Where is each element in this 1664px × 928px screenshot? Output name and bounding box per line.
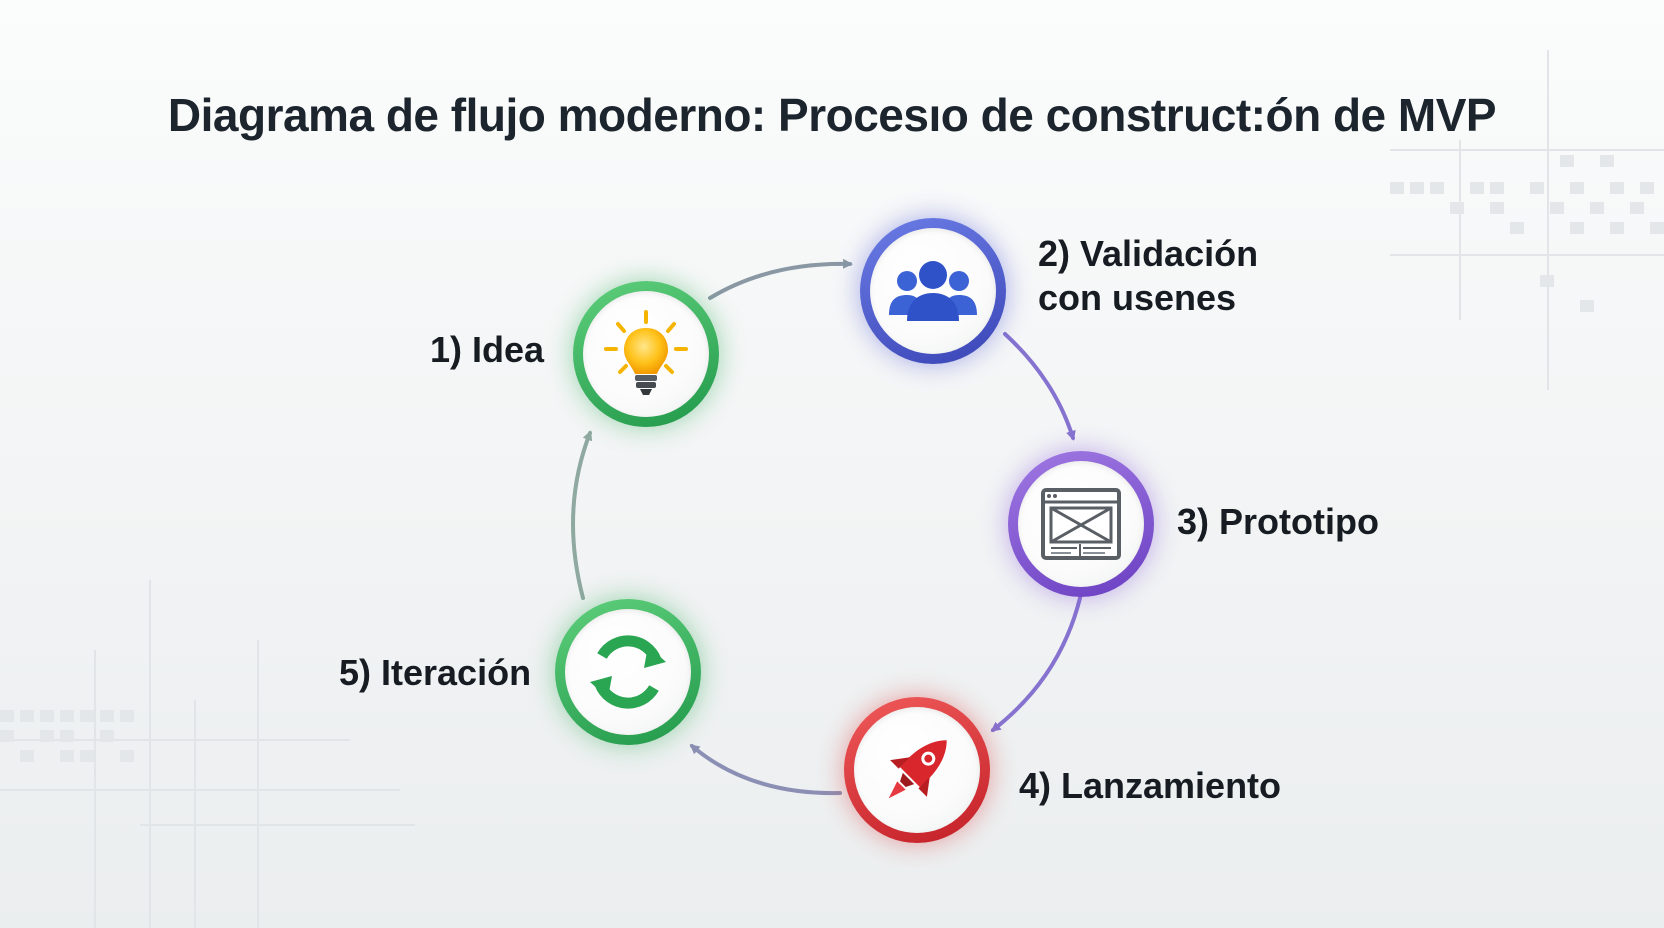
step-iteracion-node <box>555 599 701 745</box>
step-idea-label: 1) Idea <box>430 329 545 370</box>
step-validacion-label: 2) Validación con usenes <box>1038 232 1258 320</box>
wireframe-icon <box>1041 488 1121 560</box>
step-lanzamiento-node <box>844 697 990 843</box>
step-iteracion-label: 5) Iteración <box>339 652 532 693</box>
step-iteracion-inner <box>565 609 691 735</box>
step-prototipo-label: 3) Prototipo <box>1177 501 1379 542</box>
lightbulb-icon <box>604 310 688 395</box>
diagram-title: Diagrama de flujo moderno: Procesıo de c… <box>167 89 1497 141</box>
arrow-idea-to-validacion <box>708 258 853 300</box>
arrow-lanzamiento-to-iteracion <box>689 744 842 796</box>
step-validacion-label-line2: con usenes <box>1038 277 1237 318</box>
users-group-icon <box>889 261 977 321</box>
step-validacion-inner <box>870 228 996 354</box>
step-idea-node <box>573 281 719 427</box>
refresh-cycle-icon <box>590 635 666 709</box>
rocket-icon <box>888 740 947 799</box>
step-validacion-label-line1: 2) Validación <box>1038 233 1259 274</box>
arrow-iteracion-to-idea <box>571 430 593 600</box>
arrow-prototipo-to-lanzamiento <box>990 596 1082 732</box>
arrow-validacion-to-prototipo <box>1003 332 1076 441</box>
step-prototipo-node <box>1008 451 1154 597</box>
step-lanzamiento-label: 4) Lanzamiento <box>1019 765 1282 806</box>
step-validacion-node <box>860 218 1006 364</box>
